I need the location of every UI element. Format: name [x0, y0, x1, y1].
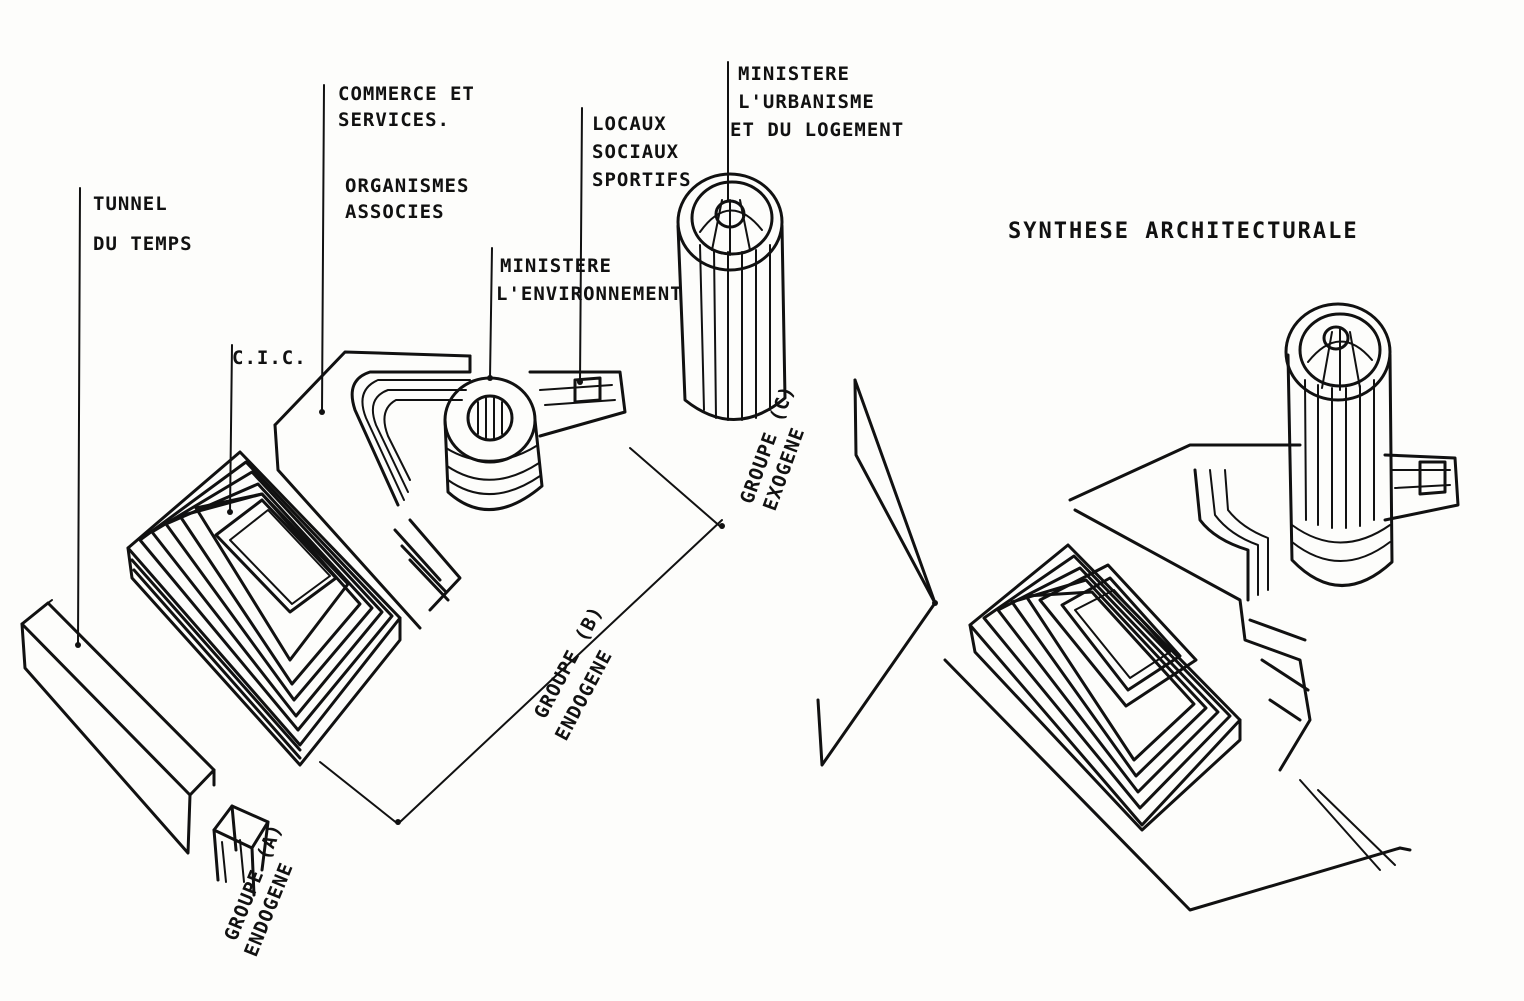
label-organismes-2: ASSOCIES: [345, 201, 445, 223]
left-sketch: TUNNEL DU TEMPS COMMERCE ET SERVICES. OR…: [20, 61, 904, 960]
synthese-pyramid: [968, 543, 1242, 832]
tunnel-du-temps-slab: [20, 599, 270, 897]
leader-tunnel: [77, 187, 81, 646]
label-locaux-3: SPORTIFS: [592, 169, 692, 191]
label-environnement-1: MINISTERE: [500, 255, 612, 277]
leader-commerce: [321, 84, 325, 413]
right-sketch: SYNTHESE ARCHITECTURALE: [816, 219, 1460, 912]
leader-environnement: [489, 247, 493, 379]
label-organismes-1: ORGANISMES: [345, 175, 469, 197]
groupe-b-dimension: [319, 447, 725, 825]
label-locaux-2: SOCIAUX: [592, 141, 679, 163]
leader-cic: [229, 344, 233, 513]
label-cic: C.I.C.: [232, 347, 307, 369]
synthese-podium: [1073, 453, 1460, 772]
label-commerce-2: SERVICES.: [338, 109, 450, 131]
synthese-tower: [1284, 302, 1394, 587]
leader-dots: [75, 375, 583, 648]
environnement-drum: [443, 376, 544, 512]
label-environnement-2: L'ENVIRONNEMENT: [496, 283, 683, 305]
label-commerce-1: COMMERCE ET: [338, 83, 475, 105]
label-locaux-1: LOCAUX: [592, 113, 667, 135]
label-tunnel-2: DU TEMPS: [93, 233, 193, 255]
label-urbanisme-2: L'URBANISME: [738, 91, 875, 113]
urbanisme-tower: [676, 172, 787, 421]
leader-locaux: [579, 107, 583, 383]
synthese-base: [943, 443, 1412, 912]
podium-block: [273, 350, 627, 630]
label-urbanisme-3: ET DU LOGEMENT: [730, 119, 904, 141]
label-urbanisme-1: MINISTERE: [738, 63, 850, 85]
label-tunnel-1: TUNNEL: [93, 193, 168, 215]
synthese-sail: [816, 378, 938, 767]
label-synthese: SYNTHESE ARCHITECTURALE: [1008, 219, 1359, 244]
cic-stepped-pyramid: [126, 450, 402, 767]
